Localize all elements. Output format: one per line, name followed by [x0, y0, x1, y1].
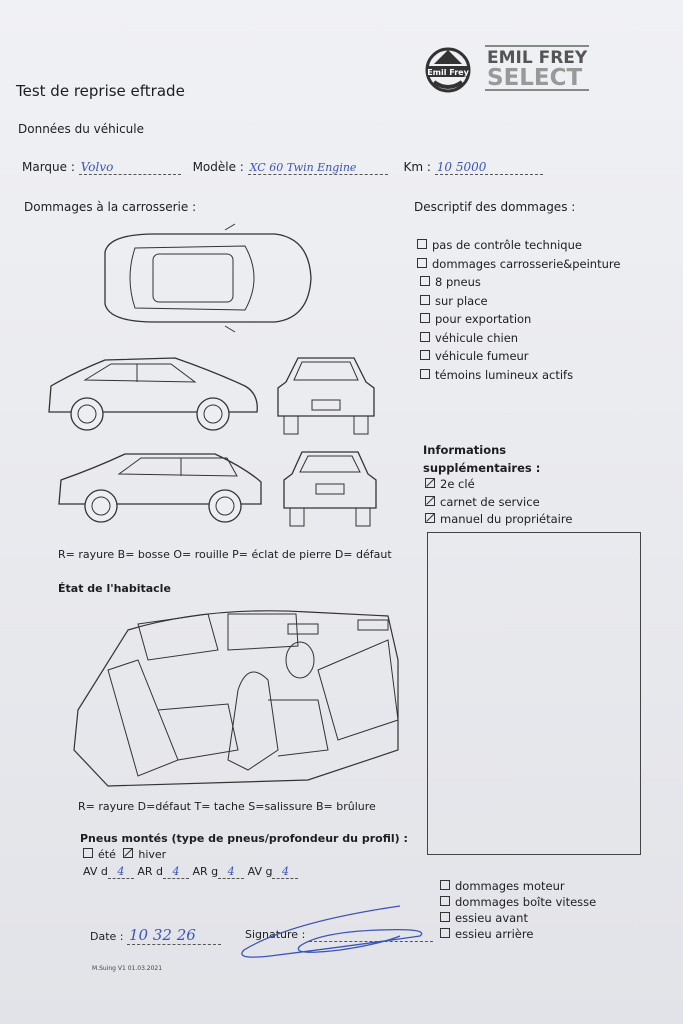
damage-item[interactable]: pour exportation — [417, 310, 637, 329]
modele-label: Modèle : — [192, 160, 244, 174]
car-top-view-diagram[interactable] — [95, 222, 317, 334]
emil-frey-badge-logo: Emil Frey — [424, 44, 472, 94]
extra-item[interactable]: carnet de service — [425, 494, 572, 512]
date-row: Date : 10 32 26 — [90, 926, 221, 945]
summer-tire-checkbox[interactable] — [83, 848, 93, 858]
vehicle-section-title: Données du véhicule — [18, 122, 145, 136]
date-label: Date : — [90, 930, 124, 943]
damage-item[interactable]: sur place — [417, 292, 637, 311]
interior-title: État de l'habitacle — [58, 582, 171, 595]
car-left-side-diagram[interactable] — [45, 352, 263, 438]
damage-desc-title: Descriptif des dommages : — [414, 200, 576, 214]
car-rear-view-diagram[interactable] — [278, 448, 382, 530]
ar-d-label: AR d — [137, 865, 163, 878]
damage-item[interactable]: véhicule chien — [417, 329, 637, 348]
mechanical-item[interactable]: essieu arrière — [440, 926, 596, 942]
ar-d-field[interactable]: 4 — [162, 865, 189, 879]
damage-item[interactable]: dommages carrosserie&peinture — [417, 255, 637, 274]
emil-frey-select-logo: EMIL FREY SELECT — [485, 45, 590, 91]
logo-line2: SELECT — [487, 65, 583, 91]
damage-item[interactable]: pas de contrôle technique — [417, 236, 637, 255]
ar-g-field[interactable]: 4 — [218, 865, 245, 879]
av-d-label: AV d — [83, 865, 108, 878]
vehicle-data-row: Marque : Volvo Modèle : XC 60 Twin Engin… — [22, 160, 543, 175]
av-g-label: AV g — [247, 865, 273, 878]
av-g-field[interactable]: 4 — [272, 865, 299, 879]
tire-type-row: été hiver — [83, 848, 166, 861]
mechanical-item[interactable]: essieu avant — [440, 910, 596, 926]
mechanical-item[interactable]: dommages moteur — [440, 878, 596, 894]
ar-g-label: AR g — [192, 865, 219, 878]
av-d-field[interactable]: 4 — [107, 865, 134, 879]
car-interior-diagram[interactable] — [68, 600, 410, 792]
extra-item[interactable]: 2e clé — [425, 476, 572, 494]
marque-label: Marque : — [22, 160, 75, 174]
winter-tire-checkbox[interactable] — [123, 848, 134, 858]
car-right-side-diagram[interactable] — [55, 448, 267, 528]
car-front-view-diagram[interactable] — [272, 352, 380, 438]
handwritten-signature[interactable] — [230, 902, 430, 962]
winter-label: hiver — [138, 848, 167, 861]
version-note: M.Suing V1 01.03.2021 — [92, 965, 163, 972]
damage-item[interactable]: témoins lumineux actifs — [417, 366, 637, 385]
km-field[interactable]: 10 5000 — [434, 160, 543, 175]
modele-field[interactable]: XC 60 Twin Engine — [247, 161, 388, 175]
interior-legend: R= rayure D=défaut T= tache S=salissure … — [78, 800, 376, 813]
logo-line1: EMIL FREY — [487, 48, 588, 68]
form-title: Test de reprise eftrade — [16, 82, 185, 100]
marque-field[interactable]: Volvo — [78, 160, 181, 175]
mechanical-item[interactable]: dommages boîte vitesse — [440, 894, 596, 910]
damage-item[interactable]: 8 pneus — [417, 273, 637, 292]
body-damage-legend: R= rayure B= bosse O= rouille P= éclat d… — [58, 548, 392, 561]
damage-item[interactable]: véhicule fumeur — [417, 347, 637, 366]
extra-info-list: 2e clé carnet de service manuel du propr… — [425, 476, 572, 529]
tires-title: Pneus montés (type de pneus/profondeur d… — [80, 832, 408, 845]
body-damage-title: Dommages à la carrosserie : — [24, 200, 197, 214]
notes-box[interactable] — [427, 532, 641, 855]
summer-label: été — [98, 848, 116, 861]
svg-text:Emil Frey: Emil Frey — [427, 68, 469, 77]
date-field[interactable]: 10 32 26 — [127, 926, 221, 945]
km-label: Km : — [403, 160, 431, 174]
extra-item[interactable]: manuel du propriétaire — [425, 511, 572, 529]
damage-desc-list: pas de contrôle technique dommages carro… — [417, 236, 637, 384]
mechanical-list: dommages moteur dommages boîte vitesse e… — [440, 878, 596, 942]
